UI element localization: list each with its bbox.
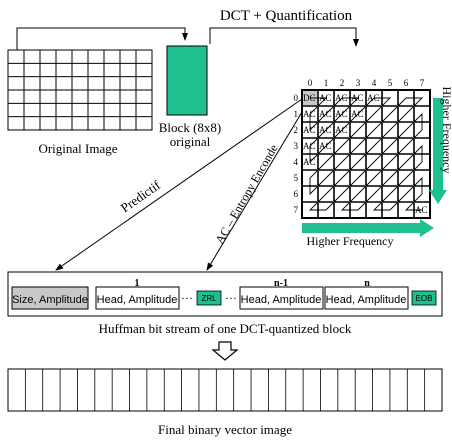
block-to-matrix-arrow (209, 27, 359, 47)
right-arrow-icon (302, 219, 434, 237)
ac-label: AC (351, 93, 364, 103)
ac-label: AC (303, 125, 316, 135)
matrix-row-indices: 0 1 2 3 4 5 6 7 (294, 93, 299, 215)
ac-label: AC (319, 141, 332, 151)
ac-label: AC (335, 109, 348, 119)
row-index: 6 (294, 189, 299, 199)
row-index: 4 (294, 157, 299, 167)
huffman-caption: Huffman bit stream of one DCT-quantized … (99, 321, 352, 336)
dct-quant-label: DCT + Quantification (220, 8, 353, 24)
vector-border (7, 368, 443, 412)
predictif-label: Predictif (118, 177, 164, 215)
row-index: 2 (294, 125, 299, 135)
ac-label: AC (335, 125, 348, 135)
head-amplitude-box-n-1 (239, 286, 324, 310)
index-n-1: n-1 (274, 278, 288, 289)
ac-entropy-label: AC – Entropy Enconde (212, 142, 280, 246)
final-binary-vector (7, 368, 443, 412)
ac-label: AC (351, 109, 364, 119)
col-index: 4 (372, 78, 377, 88)
head-amplitude-box-1 (95, 286, 180, 310)
block-label: Block (8x8) (159, 120, 221, 135)
block-8x8 (166, 45, 208, 116)
size-amplitude-box (11, 286, 89, 310)
eob-box (411, 290, 437, 306)
col-index: 5 (388, 78, 393, 88)
predictif-arrow (55, 98, 303, 271)
eob-text: EOB (416, 294, 433, 303)
ac-label: AC (319, 125, 332, 135)
index-1: 1 (135, 278, 140, 289)
ac-label: AC (335, 93, 348, 103)
ac-entropy-arrow (206, 111, 303, 271)
dc-label: DC (303, 93, 316, 103)
ac-label: AC (303, 157, 316, 167)
col-index: 1 (324, 78, 329, 88)
head-amplitude-text-n: Head, Amplitude (326, 294, 407, 306)
down-arrow-icon (429, 98, 447, 204)
zrl-box (196, 290, 222, 306)
col-index: 0 (308, 78, 313, 88)
matrix-col-indices: 0 1 2 3 4 5 6 7 (308, 78, 425, 88)
row-index: 5 (294, 173, 299, 183)
image-to-block-arrow (16, 27, 188, 50)
block-sublabel: original (170, 134, 211, 149)
head-amplitude-text-n-1: Head, Amplitude (241, 294, 322, 306)
ac-label: AC (319, 93, 332, 103)
row-index: 7 (294, 205, 299, 215)
head-amplitude-box-n (324, 286, 409, 310)
col-index: 3 (356, 78, 361, 88)
row-index: 1 (294, 109, 299, 119)
row-index: 3 (294, 141, 299, 151)
final-caption: Final binary vector image (158, 422, 292, 437)
index-n: n (364, 278, 370, 289)
col-index: 6 (404, 78, 409, 88)
row-index: 0 (294, 93, 299, 103)
down-arrow-icon (211, 341, 239, 361)
higher-frequency-horizontal-label: Higher Frequency (307, 234, 394, 248)
original-image-label: Original Image (38, 141, 117, 156)
original-image-grid (7, 49, 153, 131)
col-index: 7 (420, 78, 425, 88)
ac-label: AC (319, 109, 332, 119)
size-amplitude-text: Size, Amplitude (12, 294, 88, 306)
ac-label: AC (367, 93, 380, 103)
zigzag-path (308, 97, 424, 211)
col-index: 2 (340, 78, 345, 88)
ac-label: AC (415, 205, 428, 215)
ac-label: AC (303, 109, 316, 119)
zrl-text: ZRL (201, 294, 217, 303)
dots-2: ··· (225, 291, 237, 305)
higher-frequency-vertical-label: Higher Frequency (440, 87, 452, 174)
head-amplitude-text-1: Head, Amplitude (97, 294, 178, 306)
dots-1: ··· (181, 291, 193, 305)
ac-label: AC (303, 141, 316, 151)
